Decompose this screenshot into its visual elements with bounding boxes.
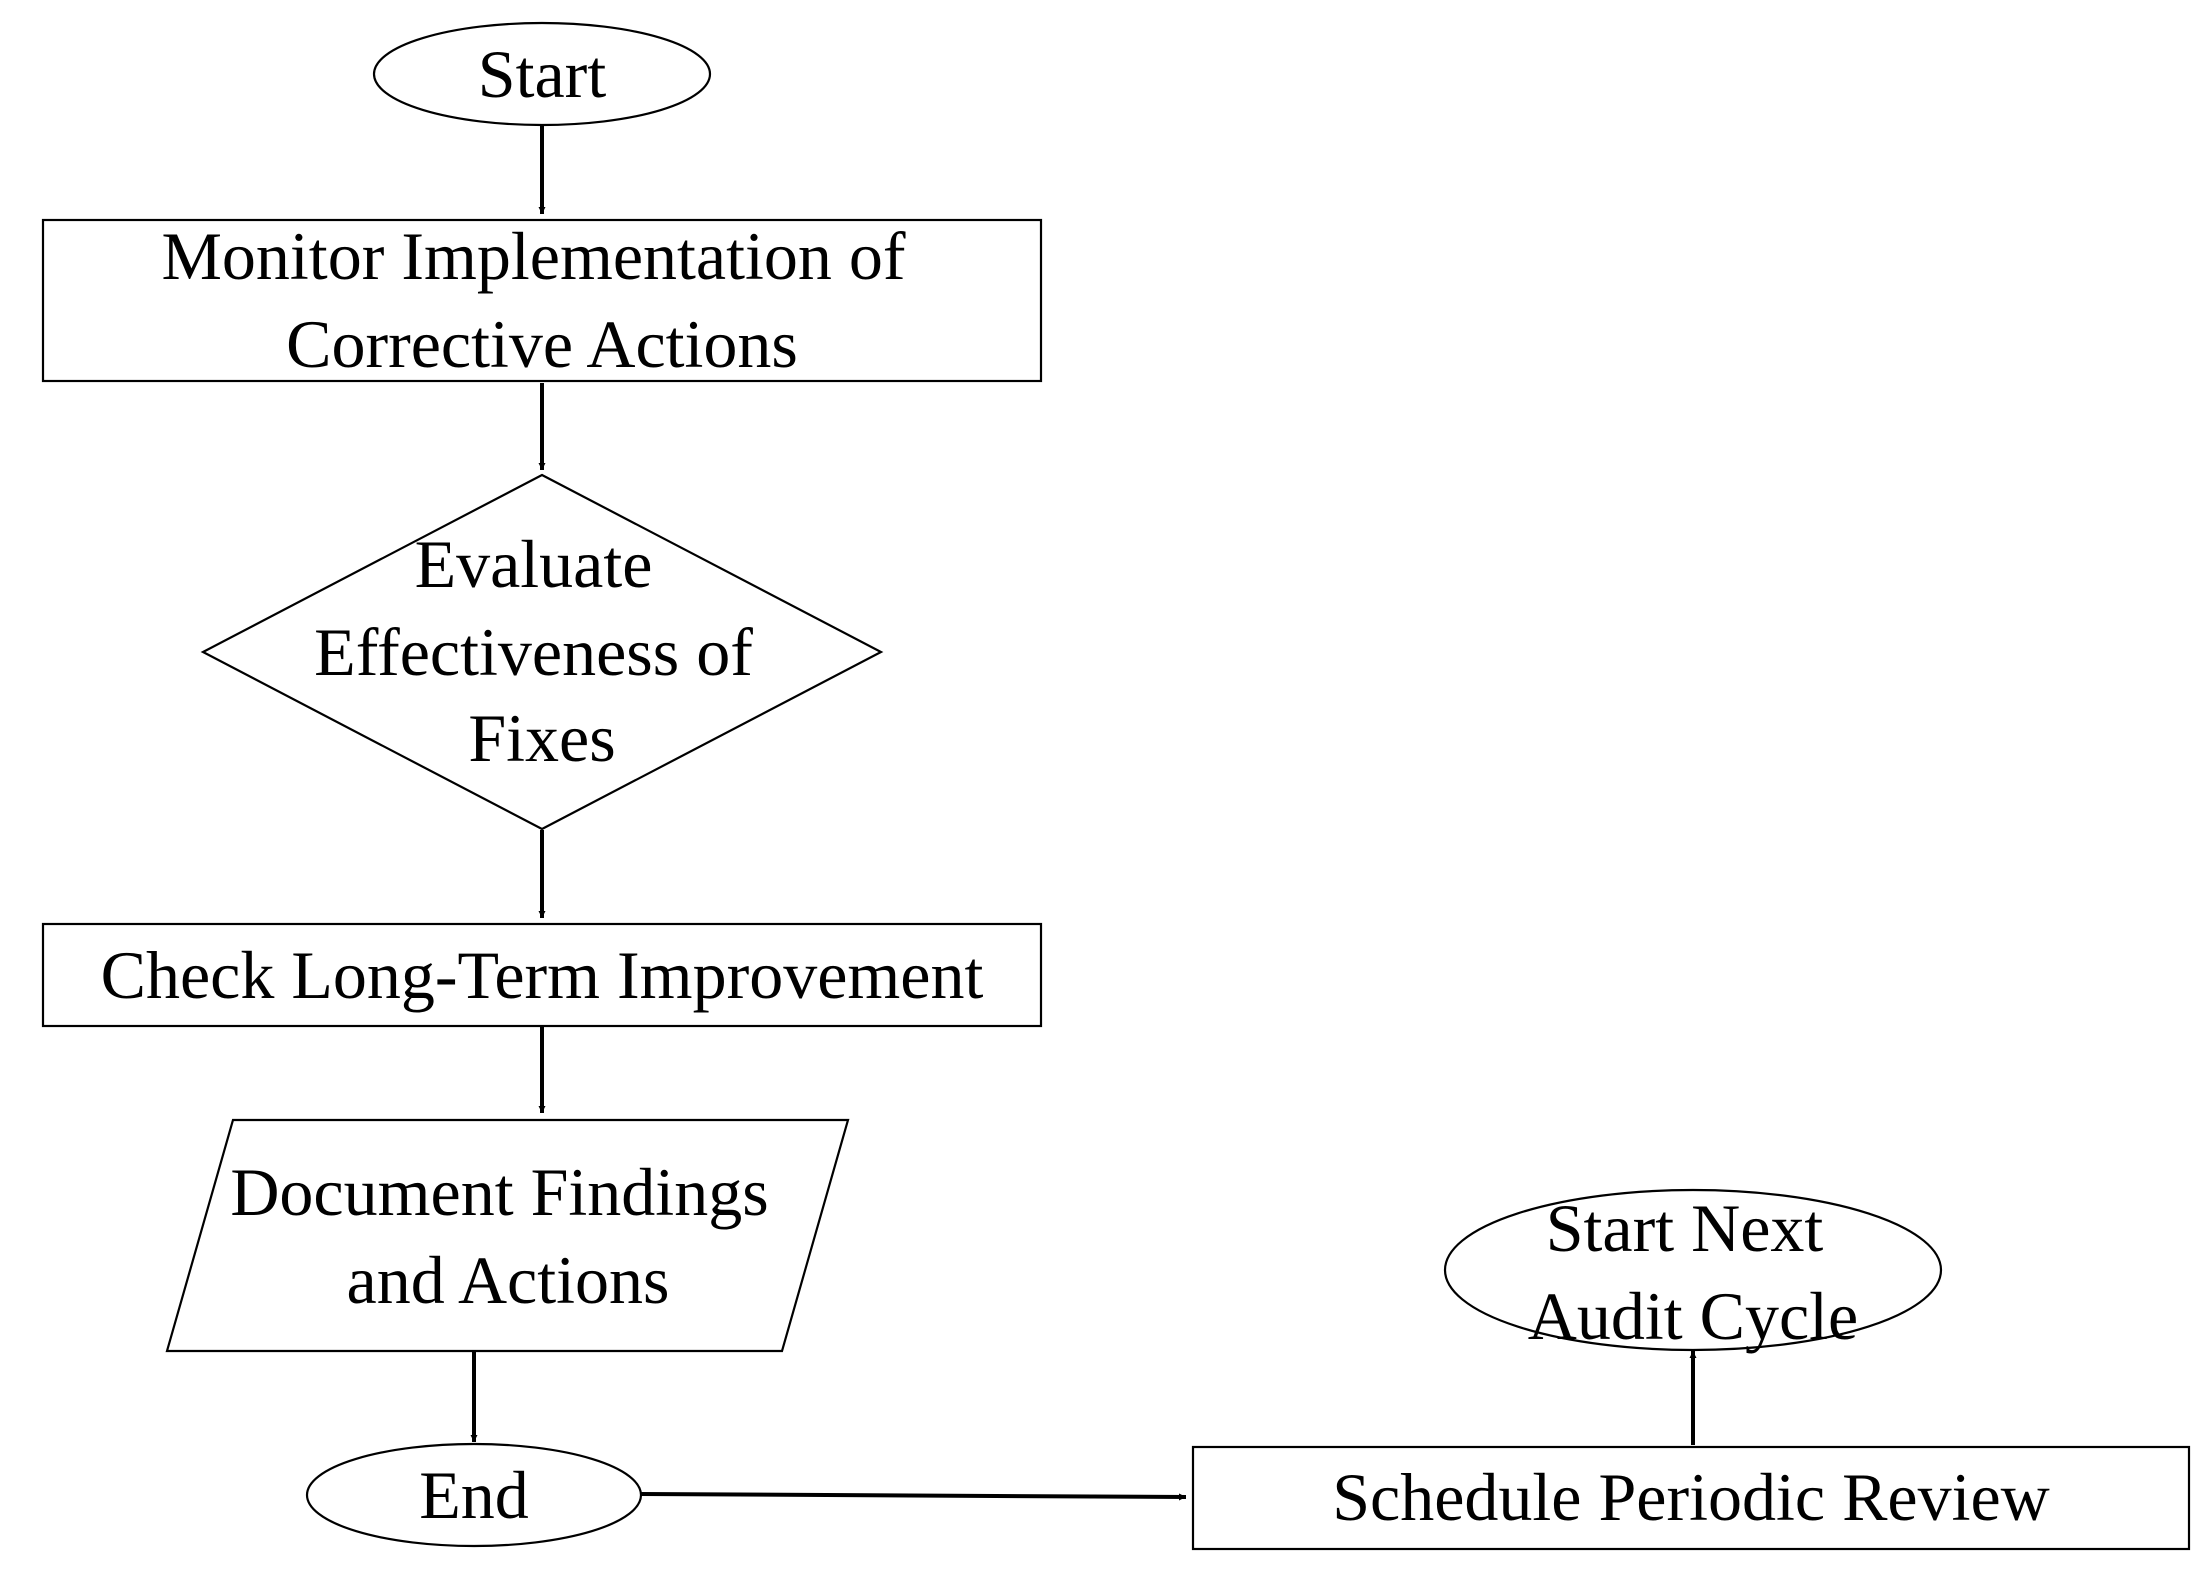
evaluate-effectiveness-shape — [200, 473, 884, 831]
document-findings-node: Document Findings and Actions — [165, 1118, 850, 1353]
next-cycle-label-line-2: Audit Cycle — [1528, 1278, 1859, 1354]
document-label-line-2: and Actions — [347, 1242, 670, 1318]
start-node-label-line: Start — [478, 36, 607, 112]
evaluate-label-line-1: Evaluate — [415, 526, 653, 602]
evaluate-effectiveness-node: Evaluate Effectiveness of Fixes — [200, 473, 884, 831]
end-node-label-line: End — [419, 1457, 529, 1533]
start-node: Start — [372, 21, 712, 127]
monitor-label-line-1: Monitor Implementation of — [161, 218, 905, 294]
start-node-label: Start — [478, 36, 607, 112]
evaluate-effectiveness-label: Evaluate Effectiveness of Fixes — [314, 526, 770, 776]
end-node: End — [305, 1442, 643, 1548]
start-next-audit-cycle-label: Start Next Audit Cycle — [1528, 1190, 1859, 1354]
monitor-corrective-actions-node: Monitor Implementation of Corrective Act… — [41, 218, 1043, 383]
document-findings-shape — [165, 1118, 850, 1353]
edges-group — [470, 126, 1697, 1501]
start-next-audit-cycle-node: Start Next Audit Cycle — [1443, 1188, 1943, 1354]
schedule-periodic-review-shape — [1191, 1445, 2191, 1551]
evaluate-label-line-2: Effectiveness of — [314, 614, 753, 690]
document-findings-label: Document Findings and Actions — [230, 1154, 785, 1318]
monitor-label-line-2: Corrective Actions — [286, 306, 798, 382]
check-long-term-improvement-label: Check Long-Term Improvement — [101, 937, 984, 1013]
monitor-corrective-actions-shape — [41, 218, 1043, 383]
check-label-line: Check Long-Term Improvement — [101, 937, 984, 1013]
end-node-shape — [305, 1442, 643, 1548]
schedule-periodic-review-label: Schedule Periodic Review — [1332, 1459, 2050, 1535]
check-long-term-improvement-node: Check Long-Term Improvement — [41, 922, 1043, 1028]
check-long-term-improvement-shape — [41, 922, 1043, 1028]
next-cycle-label-line-1: Start Next — [1546, 1190, 1824, 1266]
monitor-corrective-actions-label: Monitor Implementation of Corrective Act… — [161, 218, 922, 382]
document-label-line-1: Document Findings — [230, 1154, 768, 1230]
evaluate-label-line-3: Fixes — [468, 700, 615, 776]
start-next-audit-cycle-shape — [1443, 1188, 1943, 1352]
end-node-label: End — [419, 1457, 529, 1533]
edge-end-to-schedule — [640, 1492, 1187, 1501]
schedule-periodic-review-node: Schedule Periodic Review — [1191, 1445, 2191, 1551]
start-node-shape — [372, 21, 712, 127]
schedule-label-line: Schedule Periodic Review — [1332, 1459, 2050, 1535]
